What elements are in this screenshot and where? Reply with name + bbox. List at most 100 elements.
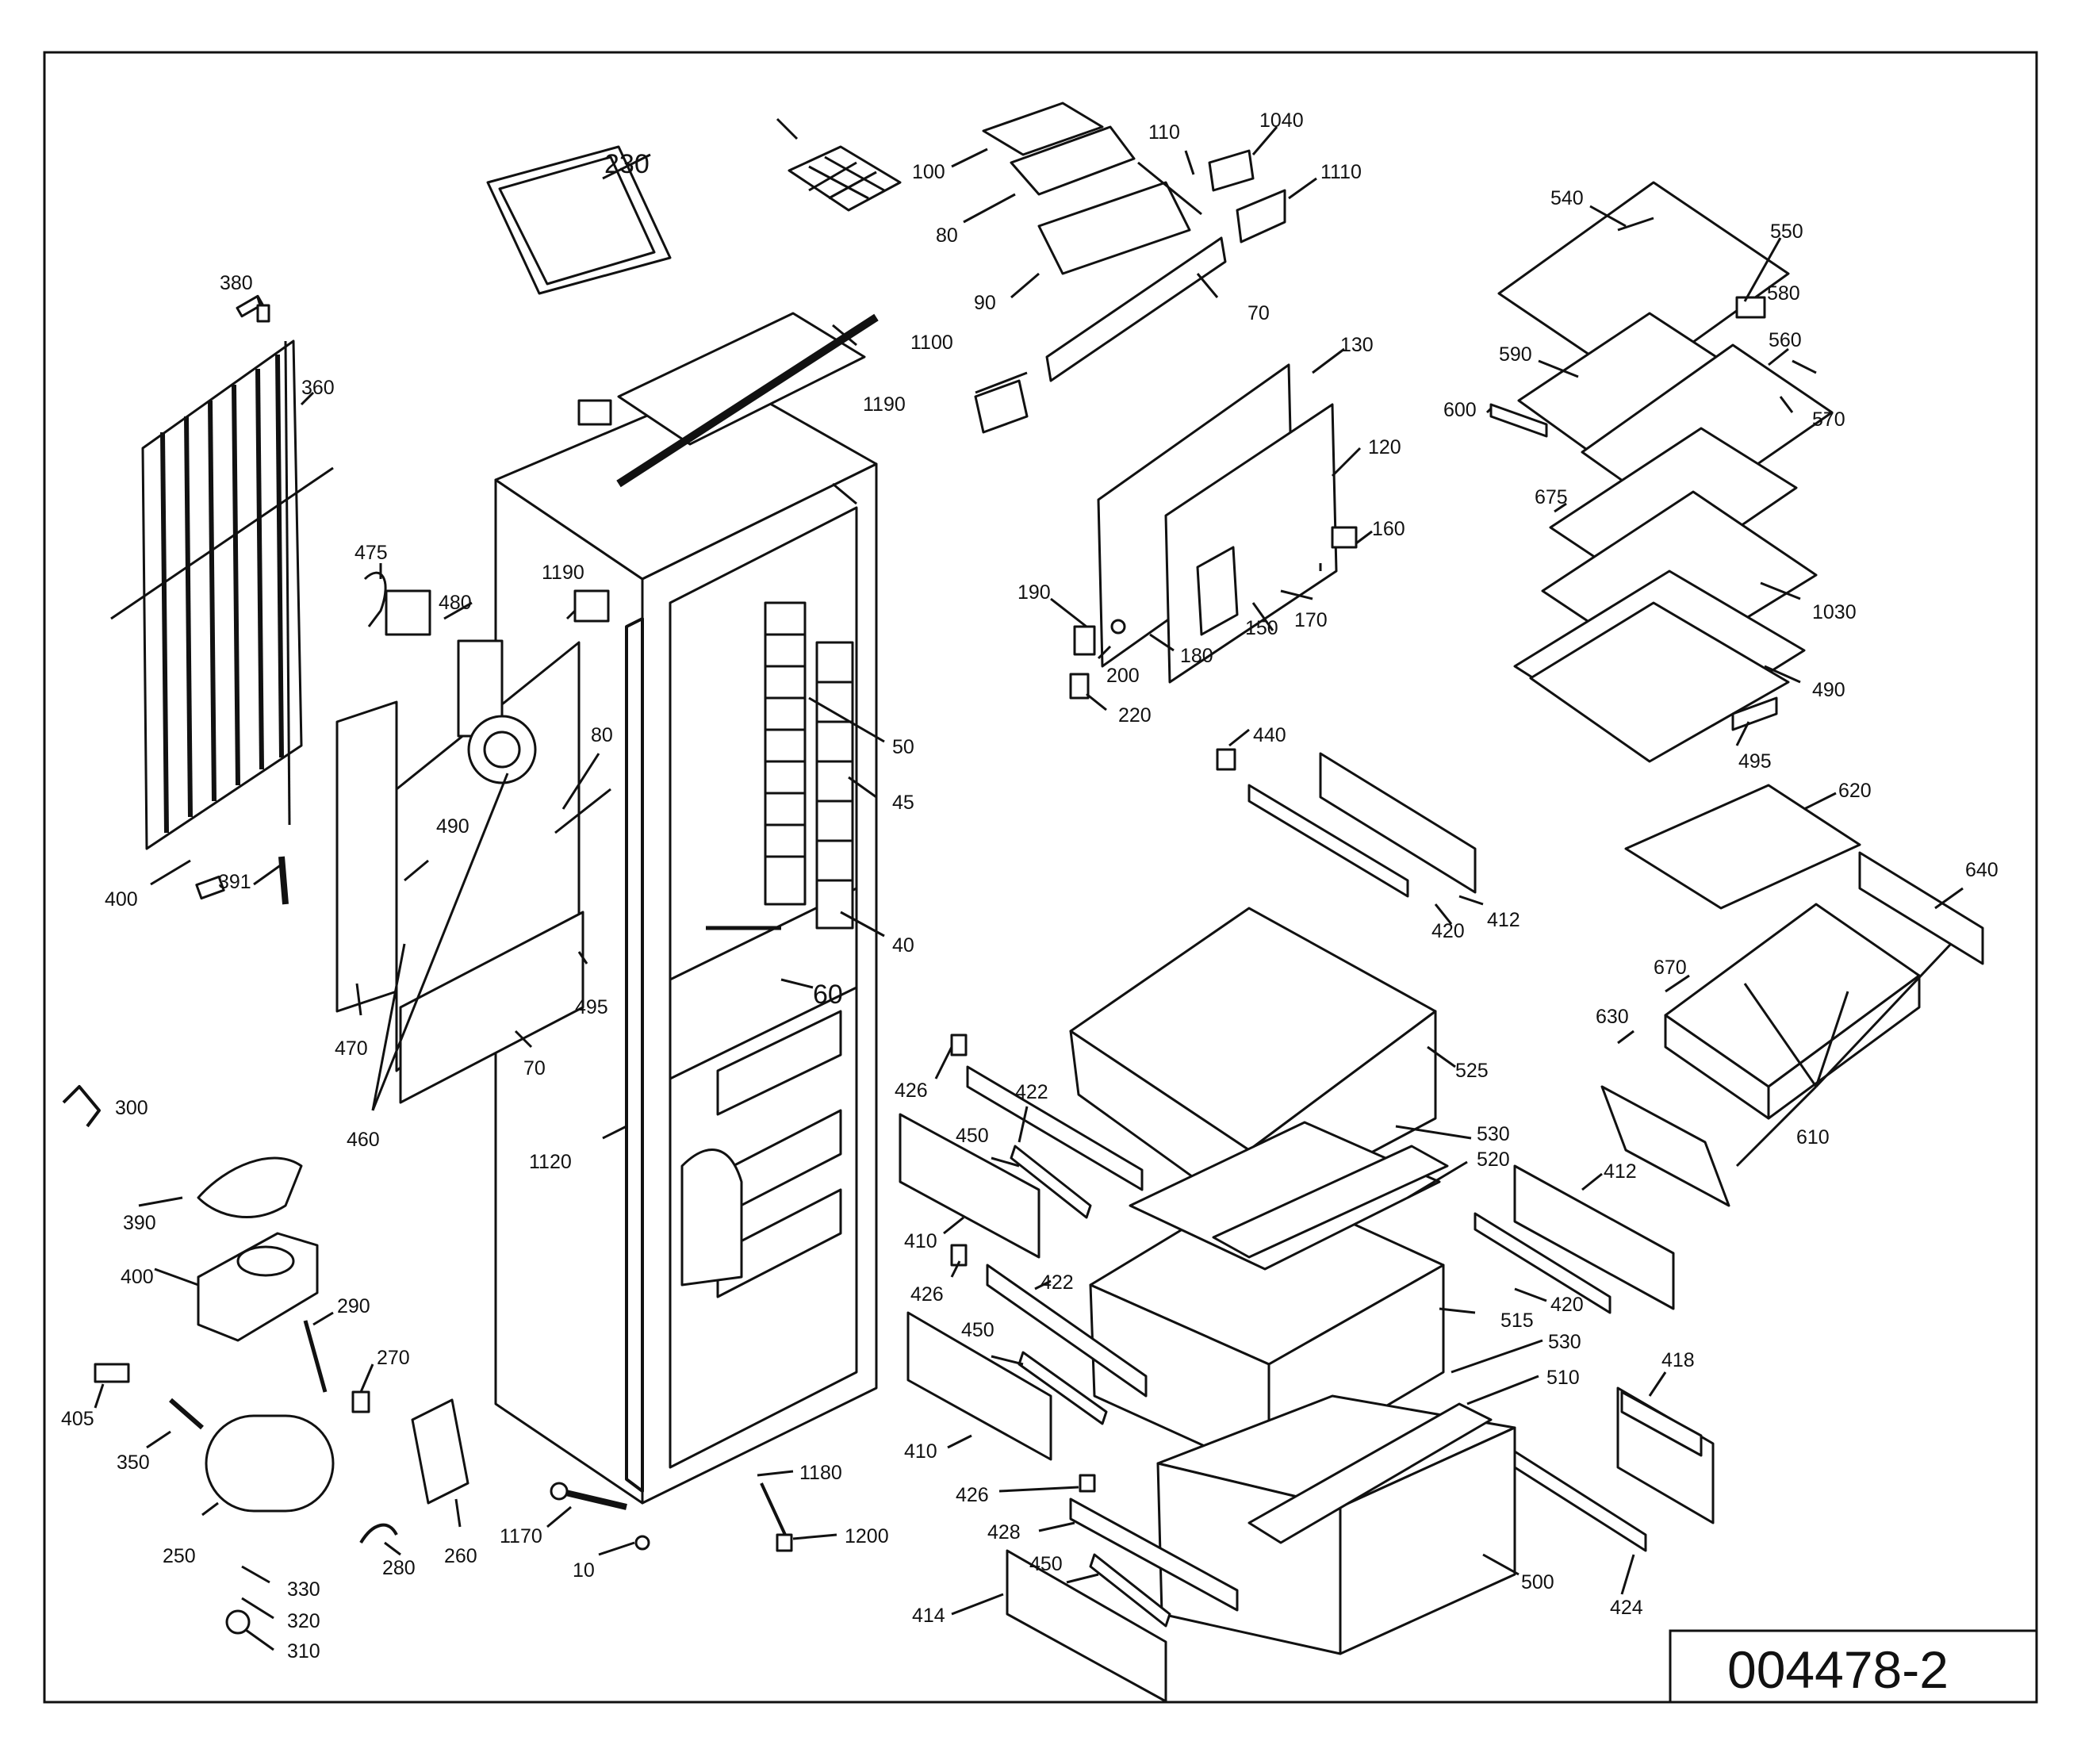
callout-label: 414 bbox=[912, 1605, 945, 1627]
ice-tray bbox=[788, 145, 902, 212]
callout-label: 200 bbox=[1106, 665, 1140, 687]
callout-label: 422 bbox=[1040, 1271, 1074, 1294]
callout-label: 410 bbox=[904, 1440, 937, 1463]
callout-label: 100 bbox=[912, 161, 945, 183]
callout-label: 270 bbox=[377, 1347, 410, 1369]
callout-label: 60 bbox=[813, 980, 843, 1010]
callout-label: 550 bbox=[1770, 220, 1803, 243]
callout-label: 1040 bbox=[1259, 109, 1304, 132]
callout-label: 280 bbox=[382, 1557, 416, 1579]
callout-label: 560 bbox=[1769, 329, 1802, 351]
callout-label: 540 bbox=[1550, 187, 1584, 209]
callout-label: 490 bbox=[436, 815, 469, 838]
callout-label: 530 bbox=[1477, 1123, 1510, 1145]
callout-label: 80 bbox=[936, 224, 958, 247]
callout-label: 170 bbox=[1294, 609, 1328, 631]
callout-label: 520 bbox=[1477, 1149, 1510, 1171]
leader-lines bbox=[94, 117, 1964, 1651]
callout-label: 1110 bbox=[1320, 161, 1362, 183]
callout-label: 418 bbox=[1661, 1349, 1695, 1371]
callout-label: 290 bbox=[337, 1295, 370, 1317]
rear-panel-assembly bbox=[335, 571, 611, 1104]
callout-label: 412 bbox=[1487, 909, 1520, 931]
callout-label: 405 bbox=[61, 1408, 94, 1430]
tools-and-fasteners bbox=[195, 304, 793, 1552]
callout-label: 180 bbox=[1180, 645, 1213, 667]
callout-label: 410 bbox=[904, 1230, 937, 1252]
callout-label: 1120 bbox=[529, 1151, 572, 1173]
callout-label: 150 bbox=[1245, 617, 1278, 639]
callout-label: 422 bbox=[1015, 1081, 1048, 1103]
condenser-coil bbox=[110, 294, 334, 850]
callout-label: 670 bbox=[1654, 957, 1687, 979]
callout-label: 510 bbox=[1546, 1367, 1580, 1389]
callout-label: 320 bbox=[287, 1610, 320, 1632]
callout-label: 10 bbox=[573, 1559, 595, 1582]
callout-label: 80 bbox=[591, 724, 613, 746]
callout-label: 580 bbox=[1767, 282, 1800, 305]
callout-label: 420 bbox=[1431, 920, 1465, 942]
callout-label: 390 bbox=[123, 1212, 156, 1234]
callout-label: 490 bbox=[1812, 679, 1845, 701]
callout-label: 630 bbox=[1596, 1006, 1629, 1028]
callout-label: 160 bbox=[1372, 518, 1405, 540]
callout-label: 530 bbox=[1548, 1331, 1581, 1353]
callout-label: 120 bbox=[1368, 436, 1401, 458]
control-assembly bbox=[974, 102, 1286, 434]
callout-label: 640 bbox=[1965, 859, 1999, 881]
right-crisper bbox=[1600, 784, 1984, 1207]
callout-label: 330 bbox=[287, 1578, 320, 1601]
callout-label: 495 bbox=[575, 996, 608, 1018]
callout-label: 110 bbox=[1148, 121, 1180, 144]
callout-label: 600 bbox=[1443, 399, 1477, 421]
compressor-group bbox=[62, 1085, 469, 1635]
callout-label: 310 bbox=[287, 1640, 320, 1662]
callout-label: 400 bbox=[121, 1266, 154, 1288]
callout-label: 460 bbox=[347, 1129, 380, 1151]
callout-label: 260 bbox=[444, 1545, 477, 1567]
callout-label: 515 bbox=[1500, 1310, 1534, 1332]
callout-label: 495 bbox=[1738, 750, 1772, 773]
part-drawings bbox=[62, 102, 1984, 1703]
callout-label: 424 bbox=[1610, 1597, 1643, 1619]
drawer-rails-upper bbox=[1216, 748, 1477, 898]
callout-label: 130 bbox=[1340, 334, 1374, 356]
callout-label: 480 bbox=[439, 592, 472, 614]
callout-label: 220 bbox=[1118, 704, 1152, 727]
callout-label: 45 bbox=[892, 792, 914, 814]
callout-label: 40 bbox=[892, 934, 914, 957]
callout-label: 190 bbox=[1018, 581, 1051, 604]
callout-label: 350 bbox=[117, 1451, 150, 1474]
callout-label: 300 bbox=[115, 1097, 148, 1119]
callout-label: 570 bbox=[1812, 408, 1845, 431]
rail-416 bbox=[1620, 1390, 1703, 1457]
callout-label: 675 bbox=[1535, 486, 1568, 508]
callout-label: 475 bbox=[354, 542, 388, 564]
callout-label: 590 bbox=[1499, 343, 1532, 366]
callout-label: 230 bbox=[604, 149, 650, 179]
callout-label: 70 bbox=[523, 1057, 546, 1079]
callout-label: 525 bbox=[1455, 1060, 1489, 1082]
callout-label: 450 bbox=[1029, 1553, 1063, 1575]
top-tray bbox=[486, 145, 672, 295]
callout-label: 50 bbox=[892, 736, 914, 758]
callout-label: 426 bbox=[956, 1484, 989, 1506]
document-code-box: 004478-2 bbox=[1669, 1629, 2038, 1704]
freezer-glass-panels bbox=[1069, 363, 1358, 700]
drawer-rails-lower bbox=[899, 1033, 1715, 1703]
callout-label: 450 bbox=[956, 1125, 989, 1147]
callout-label: 450 bbox=[961, 1319, 995, 1341]
callout-label: 360 bbox=[301, 377, 335, 399]
callout-label: 470 bbox=[335, 1037, 368, 1060]
callout-label: 1200 bbox=[845, 1525, 889, 1547]
callout-label: 1190 bbox=[863, 393, 906, 416]
callout-label: 620 bbox=[1838, 780, 1872, 802]
callout-label: 426 bbox=[895, 1079, 928, 1102]
callout-label: 1030 bbox=[1812, 601, 1857, 623]
callout-labels: 230 100 80 90 70 1100 110 1040 1110 1190… bbox=[61, 109, 1999, 1662]
callout-label: 500 bbox=[1521, 1571, 1554, 1593]
callout-label: 1180 bbox=[799, 1462, 842, 1484]
callout-label: 1190 bbox=[542, 562, 584, 584]
glass-shelves bbox=[1489, 181, 1834, 763]
